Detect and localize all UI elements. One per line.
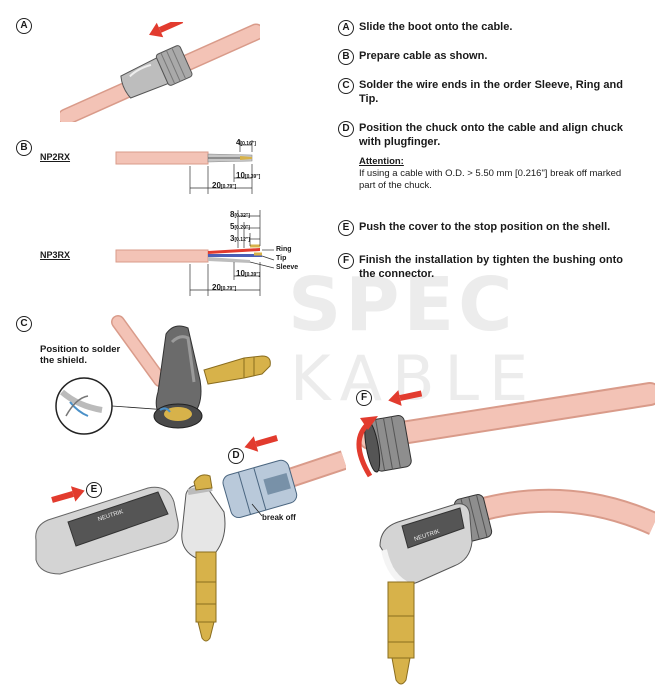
diagram-c-badge: C (16, 316, 32, 332)
instruction-text-b: Prepare cable as shown. (359, 50, 488, 62)
attention-title: Attention: (359, 156, 404, 167)
step-badge-a: A (338, 20, 354, 36)
instruction-text-a: Slide the boot onto the cable. (359, 21, 513, 33)
step-badge-d: D (338, 121, 354, 137)
step-badge-e: E (338, 220, 354, 236)
break-off-label: break off (262, 513, 296, 522)
wire-label-ring: Ring (276, 246, 292, 253)
np3rx-dim-8: 8[0.32"] (230, 210, 250, 219)
wire-label-tip: Tip (276, 255, 287, 262)
np3rx-dim-5: 5[0.20"] (230, 222, 250, 231)
assembled-plug: NEUTRIK (379, 488, 655, 685)
step-badge-f: F (338, 253, 354, 269)
diagram-b-cable-prep (115, 140, 275, 296)
instruction-text-d: Position the chuck onto the cable and al… (359, 122, 623, 148)
diagram-e-badge: E (86, 482, 102, 498)
diagram-e-cover: NEUTRIK (35, 486, 179, 575)
watermark-line2: KABLE (290, 342, 539, 415)
np2rx-dim-4: 4[0.16"] (236, 138, 256, 147)
diagram-d-chuck (181, 435, 346, 642)
np2rx-label: NP2RX (40, 152, 71, 162)
diagram-f-bushing (356, 382, 655, 478)
diagram-a-boot-on-cable (60, 22, 260, 122)
instruction-text-f: Finish the installation by tighten the b… (359, 254, 623, 280)
diagram-a-badge: A (16, 18, 32, 34)
diagram-b-badge: B (16, 140, 32, 156)
watermark-line1: SPEC (288, 262, 517, 348)
step-badge-c: C (338, 78, 354, 94)
instruction-text-e: Push the cover to the stop position on t… (359, 221, 611, 233)
np3rx-dim-10: 10[0.39"] (236, 269, 261, 278)
diagram-c-soldering (55, 315, 271, 435)
np3rx-dim-3: 3[0.12"] (230, 234, 250, 243)
step-badge-b: B (338, 49, 354, 65)
diagram-f-badge: F (356, 390, 372, 406)
diagram-d-badge: D (228, 448, 244, 464)
np3rx-dim-20: 20[0.79"] (212, 283, 237, 292)
np2rx-dim-10: 10[0.39"] (236, 171, 261, 180)
instruction-text-c: Solder the wire ends in the order Sleeve… (359, 79, 623, 105)
np3rx-label: NP3RX (40, 250, 71, 260)
attention-note: Attention: If using a cable with O.D. > … (359, 156, 623, 192)
shield-solder-callout: Position to solder the shield. (40, 344, 121, 366)
wire-label-sleeve: Sleeve (276, 264, 299, 271)
attention-text: If using a cable with O.D. > 5.50 mm [0.… (359, 168, 622, 191)
np2rx-dim-20: 20[0.79"] (212, 181, 237, 190)
